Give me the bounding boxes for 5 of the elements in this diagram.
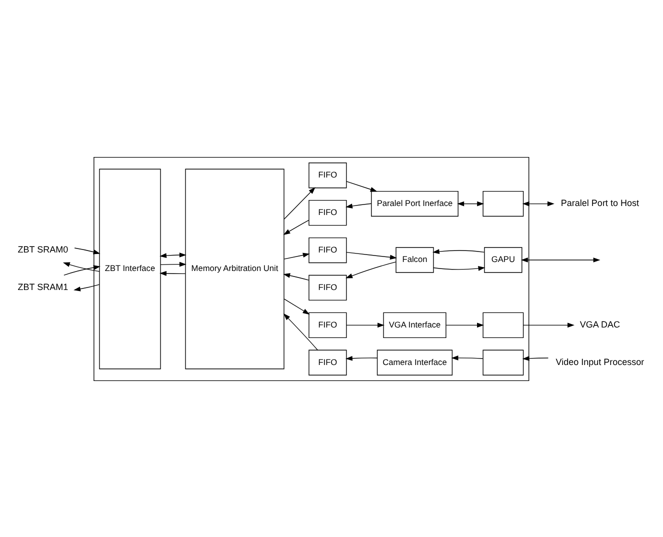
node-text: VGA DAC xyxy=(580,319,620,330)
node-text: ZBT SRAM1 xyxy=(18,282,68,292)
node-text: Video Input Processor xyxy=(556,356,644,366)
node-text: Paralel Port to Host xyxy=(560,198,639,208)
node-text: ZBT SRAM0 xyxy=(18,244,68,254)
